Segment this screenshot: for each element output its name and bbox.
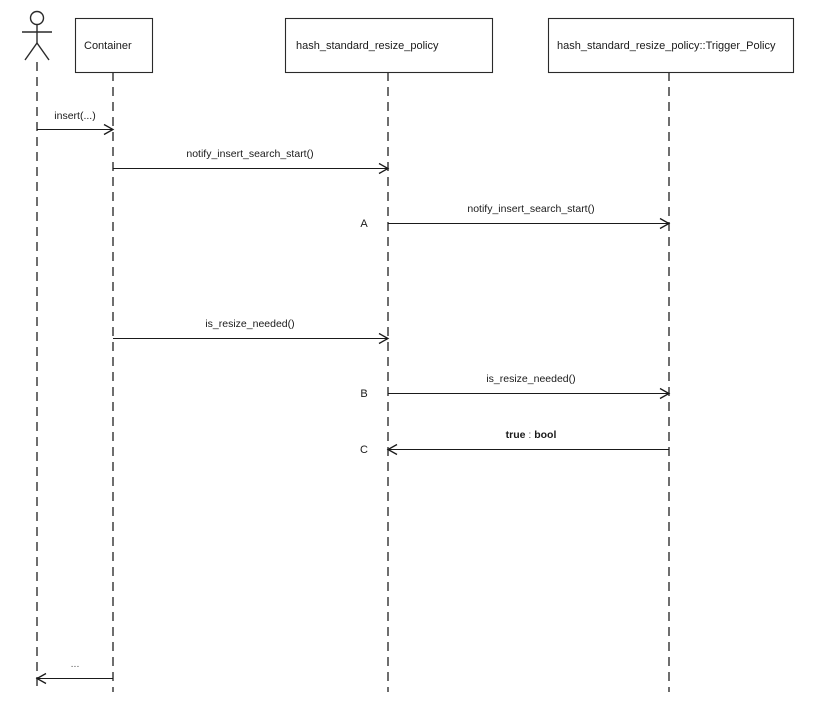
message-label-part: bool	[534, 429, 556, 441]
message-label: notify_insert_search_start()	[467, 203, 594, 215]
message-label: true : bool	[506, 429, 557, 441]
message-m5[interactable]: is_resize_needed() B	[360, 373, 671, 400]
message-label-part: true	[506, 429, 526, 441]
actor-head-icon	[29, 10, 45, 26]
message-m4[interactable]: is_resize_needed()	[113, 318, 390, 345]
participant-box-container[interactable]	[74, 17, 154, 74]
participant-box-trigger_policy[interactable]	[547, 17, 795, 74]
message-m3[interactable]: notify_insert_search_start() A	[360, 203, 671, 230]
message-arrowhead-icon	[659, 217, 671, 230]
participant-box-resize_policy[interactable]	[284, 17, 494, 74]
message-label: is_resize_needed()	[486, 373, 575, 385]
message-m7[interactable]: ...	[35, 658, 113, 685]
message-arrowhead-icon	[103, 123, 115, 136]
message-label: notify_insert_search_start()	[186, 148, 313, 160]
message-m2[interactable]: notify_insert_search_start()	[113, 148, 390, 175]
message-arrowhead-icon	[659, 387, 671, 400]
participant-label-trigger_policy: hash_standard_resize_policy::Trigger_Pol…	[557, 40, 776, 52]
message-label-part: :	[525, 429, 534, 441]
participant-boxes-layer: Container hash_standard_resize_policy hash…	[74, 17, 795, 74]
actor-leg-right-icon	[36, 42, 50, 61]
message-label: insert(...)	[54, 110, 95, 122]
step-marker-c: C	[360, 444, 368, 456]
step-marker-b: B	[360, 388, 367, 400]
message-arrowhead-icon	[378, 332, 390, 345]
message-arrowhead-icon	[35, 672, 47, 685]
step-marker-a: A	[360, 218, 368, 230]
message-label: is_resize_needed()	[205, 318, 294, 330]
messages-layer: insert(...)notify_insert_search_start()n…	[35, 110, 671, 685]
message-arrowhead-icon	[378, 162, 390, 175]
lifelines-layer	[36, 62, 670, 692]
message-arrowhead-icon	[386, 443, 398, 456]
message-label: ...	[71, 658, 80, 670]
actor-figure	[22, 10, 52, 61]
participant-label-container: Container	[84, 40, 132, 52]
message-m1[interactable]: insert(...)	[37, 110, 115, 136]
actor-leg-left-icon	[24, 42, 38, 61]
participant-label-resize_policy: hash_standard_resize_policy	[296, 40, 439, 52]
